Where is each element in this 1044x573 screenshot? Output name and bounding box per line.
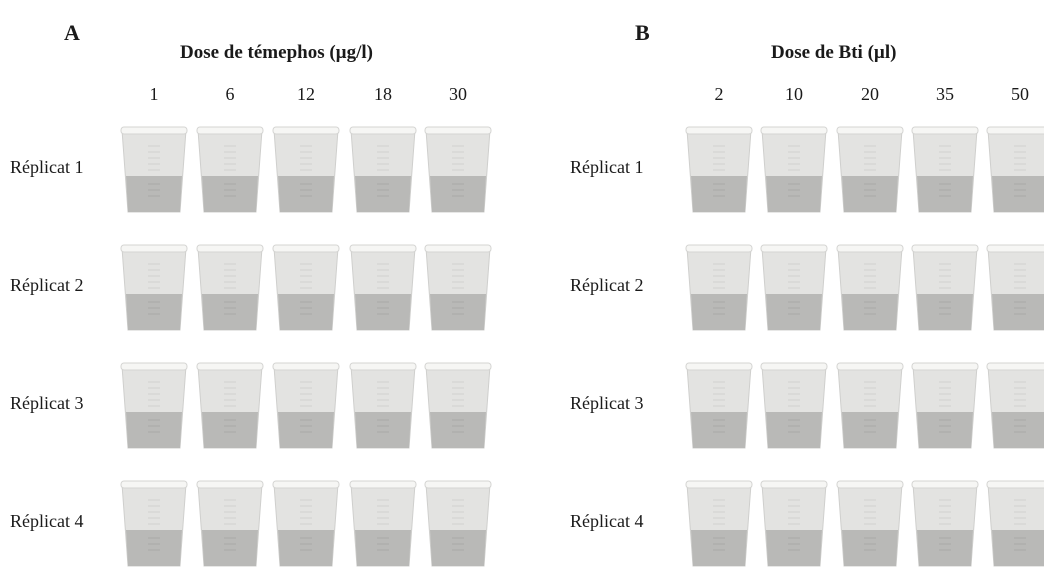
panel-title: Dose de témephos (µg/l) [180, 42, 374, 63]
cup-icon [760, 478, 828, 568]
cup-icon [120, 360, 188, 450]
dose-label: 2 [714, 84, 724, 104]
cup-icon [685, 242, 753, 332]
dose-label: 35 [936, 84, 954, 104]
panel-title: Dose de Bti (µl) [771, 42, 897, 63]
panel-a: A Dose de témephos (µg/l) 1 6 12 18 30 Répli… [0, 0, 522, 567]
cup-icon [120, 124, 188, 214]
replicate-label: Réplicat 4 [10, 511, 84, 531]
replicate-label: Réplicat 1 [10, 157, 84, 177]
cup-icon [424, 242, 492, 332]
replicate-label: Réplicat 2 [570, 275, 644, 295]
replicate-label: Réplicat 2 [10, 275, 84, 295]
panel-letter: B [635, 20, 650, 45]
cup-icon [911, 124, 979, 214]
cup-icon [836, 478, 904, 568]
cup-icon [760, 360, 828, 450]
cup-icon [836, 242, 904, 332]
cup-icon [120, 242, 188, 332]
cup-icon [272, 478, 340, 568]
cup-icon [911, 478, 979, 568]
cup-icon [272, 124, 340, 214]
cup-icon [424, 124, 492, 214]
cup-icon [424, 478, 492, 568]
cup-icon [349, 242, 417, 332]
replicate-label: Réplicat 4 [570, 511, 644, 531]
cup-icon [685, 360, 753, 450]
dose-label: 1 [149, 84, 159, 104]
cup-icon [836, 124, 904, 214]
dose-label: 30 [449, 84, 467, 104]
cup-icon [911, 242, 979, 332]
cup-icon [196, 360, 264, 450]
cup-icon [424, 360, 492, 450]
dose-label: 18 [374, 84, 392, 104]
dose-label: 6 [225, 84, 235, 104]
dose-label: 20 [861, 84, 879, 104]
dose-label: 12 [297, 84, 315, 104]
cup-icon [760, 124, 828, 214]
cup-icon [911, 360, 979, 450]
cup-icon [760, 242, 828, 332]
cup-icon [196, 242, 264, 332]
cup-icon [986, 242, 1044, 332]
cup-icon [349, 124, 417, 214]
cup-icon [120, 478, 188, 568]
cup-icon [196, 124, 264, 214]
replicate-label: Réplicat 3 [10, 393, 84, 413]
dose-label: 50 [1011, 84, 1029, 104]
cup-icon [196, 478, 264, 568]
cup-icon [349, 360, 417, 450]
replicate-label: Réplicat 1 [570, 157, 644, 177]
cup-icon [685, 124, 753, 214]
cup-icon [272, 242, 340, 332]
cup-icon [272, 360, 340, 450]
cup-icon [836, 360, 904, 450]
cup-icon [986, 360, 1044, 450]
panel-letter: A [64, 20, 80, 45]
cup-icon [986, 478, 1044, 568]
dose-label: 10 [785, 84, 803, 104]
cup-icon [685, 478, 753, 568]
panel-b: B Dose de Bti (µl) 2 10 20 35 50 Réplicat 1 R… [562, 0, 1044, 567]
replicate-label: Réplicat 3 [570, 393, 644, 413]
cup-icon [349, 478, 417, 568]
cup-icon [986, 124, 1044, 214]
